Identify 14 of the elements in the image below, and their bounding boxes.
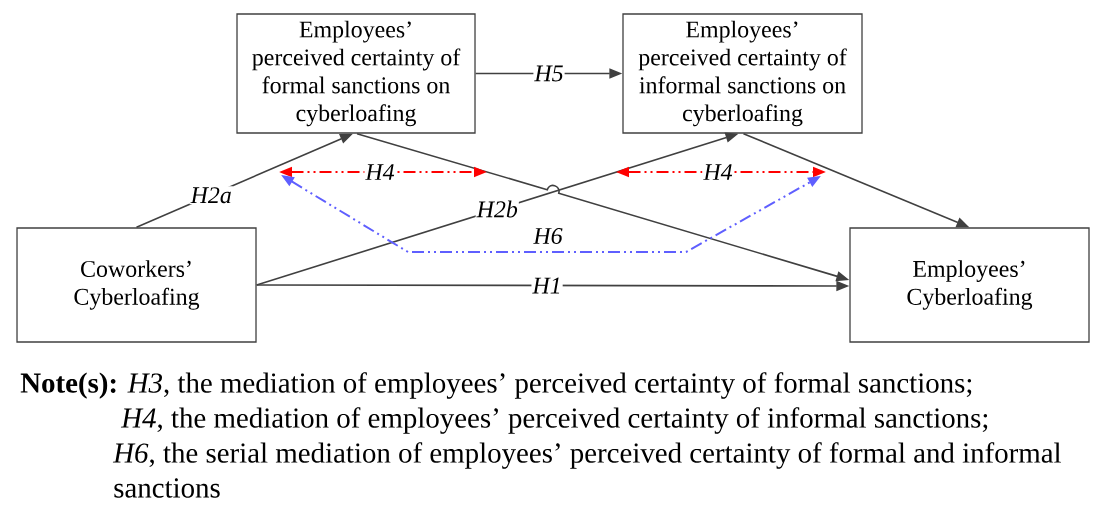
arrow-label: H6 (532, 226, 564, 245)
note-text: H4, the mediation of employees’ perceived certainty of informal sanctions; (120, 407, 988, 434)
edge-label: H5 (533, 64, 565, 83)
arrow-label: H4 (364, 163, 396, 181)
concept-box: Coworkers’ Cyberloafing (16, 227, 257, 343)
note-text: Note(s): H3, the mediation of employees’ perceived certainty of formal sanctions; (20, 372, 972, 399)
concept-box: Employees’ perceived certainty of formal sanctions on cyberloafing (236, 13, 476, 134)
note-text: H6, the serial mediation of employees’ perceived certainty of formal and informal sanctions (112, 442, 1061, 498)
edge-label: H1 (531, 276, 563, 295)
concept-box: Employees’ Cyberloafing (849, 227, 1090, 343)
edge-label: H2b (475, 199, 519, 219)
edge-label: H2a (189, 186, 233, 205)
concept-box: Employees’ perceived certainty of informal sanctions on cyberloafing (622, 13, 863, 134)
arrow-label: H4 (702, 163, 734, 181)
